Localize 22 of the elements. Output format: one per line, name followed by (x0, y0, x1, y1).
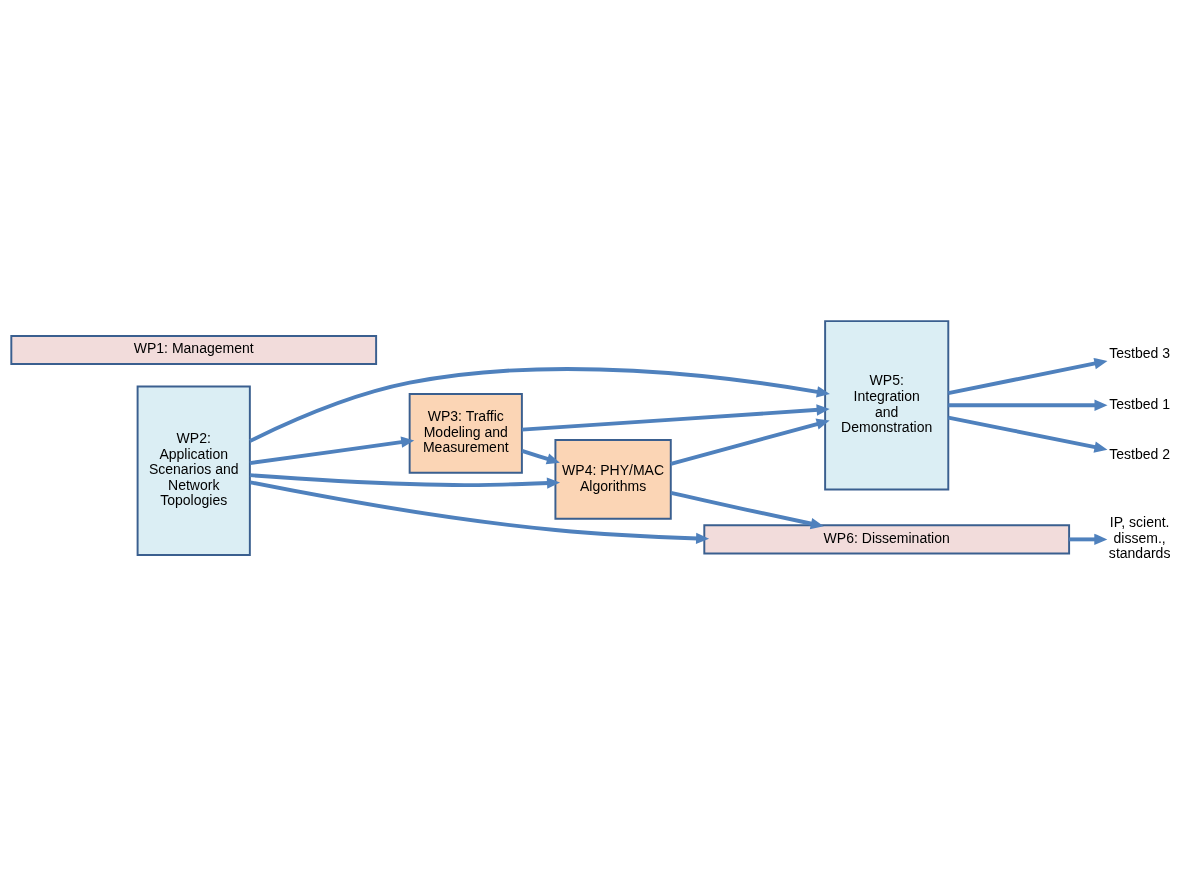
arrow (521, 448, 560, 464)
arrow (670, 490, 824, 529)
arrow (249, 479, 710, 544)
node-text: Testbed 1 (1109, 395, 1171, 412)
node-box: WP3: Traffic Modeling and Measurement (408, 392, 523, 474)
node-text: IP, scient. dissem., standards (1108, 513, 1171, 561)
node-text: Testbed 2 (1109, 445, 1171, 462)
node-box: WP5: Integration and Demonstration (824, 319, 950, 490)
arrow (1069, 533, 1108, 545)
node-text: Testbed 3 (1109, 344, 1171, 361)
node-box: WP1: Management (10, 334, 378, 365)
arrow (249, 472, 561, 489)
arrow (249, 366, 830, 443)
arrow (249, 436, 415, 465)
node-box: WP6: Dissemination (703, 523, 1071, 554)
node-box: WP2: Application Scenarios and Network Topologies (136, 385, 251, 556)
arrow (521, 403, 830, 432)
arrow (948, 399, 1108, 411)
arrow (947, 415, 1108, 453)
node-box: WP4: PHY/MAC Algorithms (554, 438, 672, 520)
arrow (947, 357, 1108, 395)
arrow (670, 418, 830, 466)
